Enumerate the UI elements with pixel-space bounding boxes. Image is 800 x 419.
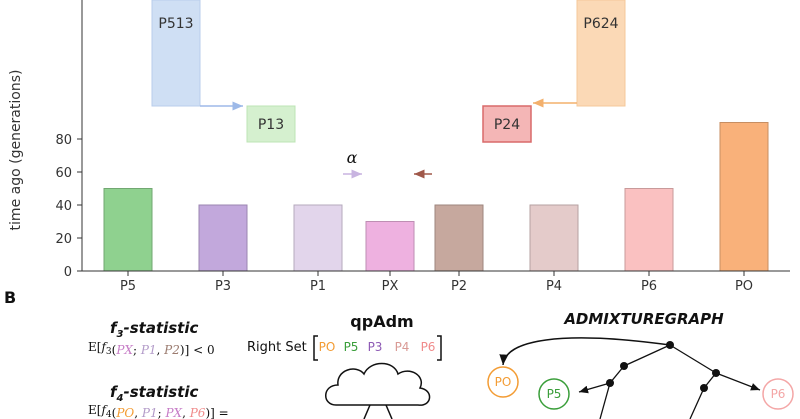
- x-tick-label-p3: P3: [215, 279, 231, 294]
- admixturegraph-title: ADMIXTUREGRAPH: [563, 310, 724, 328]
- bars-group: [103, 122, 769, 272]
- y-axis-label: time ago (generations): [8, 70, 24, 231]
- x-ticks: P5 P3 P1 PX P2 P4 P6 PO: [120, 271, 753, 294]
- branch-p24: [482, 105, 532, 143]
- branch-p624: [576, 0, 626, 107]
- graph-node-label-p5: P5: [547, 387, 562, 401]
- node-c: [606, 379, 614, 387]
- label-p513: P513: [158, 16, 193, 32]
- y-tick-label: 40: [55, 199, 72, 214]
- bar-p3: [198, 204, 248, 272]
- panel-b: B f3-statistic E[f3(PX; P1, P2)] < 0 f4-…: [4, 288, 794, 419]
- node-a: [620, 362, 628, 370]
- bar-p1: [293, 204, 343, 272]
- panel-a-chart: P513 P13 P24 P624 α 0 20 40 60 80 P5 P3 P1 PX P2…: [8, 0, 790, 294]
- x-tick-label-p4: P4: [546, 279, 562, 294]
- bar-p5: [103, 188, 153, 272]
- panel-b-label: B: [4, 288, 16, 307]
- admixture-graph-tree: [499, 337, 761, 419]
- right-set-bracket-left: [313, 335, 318, 361]
- node-root: [666, 341, 674, 349]
- qpadm-title: qpAdm: [350, 312, 413, 331]
- f3-expression: E[f3(PX; P1, P2)] < 0: [88, 340, 215, 357]
- right-set-pop-p5: P5: [344, 340, 359, 354]
- bar-px: [365, 221, 415, 272]
- branch-p13: [246, 105, 296, 143]
- graph-node-label-p6: P6: [771, 387, 786, 401]
- right-set-pop-p6: P6: [421, 340, 436, 354]
- y-tick-label: 20: [55, 232, 72, 247]
- graph-node-p6: [762, 378, 794, 410]
- label-p24: P24: [494, 117, 520, 133]
- right-set-pop-p4: P4: [395, 340, 410, 354]
- f4-expression: E[f4(PO, P1; PX, P6)] =: [88, 403, 229, 419]
- bar-p2: [434, 204, 484, 272]
- y-tick-label: 0: [64, 265, 72, 280]
- y-tick-label: 60: [55, 166, 72, 181]
- bar-p6: [624, 188, 674, 272]
- x-tick-label-p5: P5: [120, 279, 136, 294]
- x-tick-label-p1: P1: [310, 279, 326, 294]
- bar-p4: [529, 204, 579, 272]
- cloud-icon: [325, 362, 431, 406]
- f4-title: f4-statistic: [110, 383, 198, 404]
- label-p624: P624: [583, 16, 618, 32]
- label-p13: P13: [258, 117, 284, 133]
- y-ticks: 0 20 40 60 80: [55, 133, 82, 280]
- alpha-label: α: [347, 148, 358, 167]
- x-tick-label-p6: P6: [641, 279, 657, 294]
- cloud-stem-left: [363, 404, 371, 419]
- right-set-pop-po: PO: [319, 340, 336, 354]
- right-set-label: Right Set: [247, 340, 307, 355]
- node-b: [712, 369, 720, 377]
- graph-node-label-po: PO: [495, 375, 512, 389]
- x-tick-label-po: PO: [735, 279, 753, 294]
- graph-node-p5: [538, 378, 570, 410]
- right-set-bracket-right: [437, 335, 442, 361]
- cloud-stem-right: [385, 404, 393, 419]
- f3-title: f3-statistic: [110, 319, 198, 340]
- admixture-graph-leaves: PO P5 P6: [487, 366, 794, 410]
- x-tick-label-px: PX: [382, 279, 399, 294]
- bar-po: [719, 122, 769, 272]
- node-d: [700, 384, 708, 392]
- right-set-pop-p3: P3: [368, 340, 383, 354]
- right-set-pops: PO P5 P3 P4 P6: [319, 340, 436, 354]
- graph-node-po: [487, 366, 519, 398]
- branch-p513: [151, 0, 201, 107]
- y-tick-label: 80: [55, 133, 72, 148]
- x-tick-label-p2: P2: [451, 279, 467, 294]
